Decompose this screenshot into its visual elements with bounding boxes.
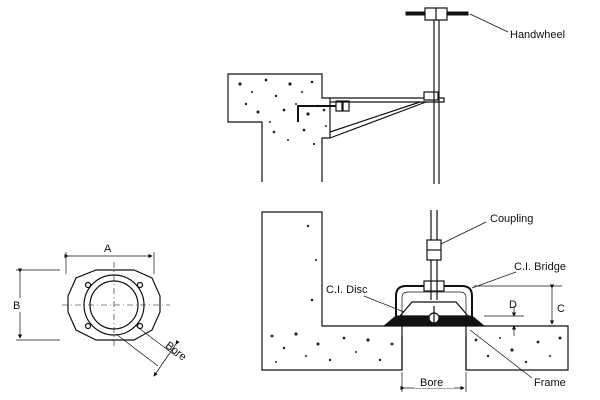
label-frame: Frame (534, 377, 566, 389)
dim-label-c: C (557, 303, 565, 315)
floor-slab-right (465, 325, 569, 371)
upper-wall-aggregate (238, 78, 327, 146)
plan-view: A B Bore (10, 243, 189, 377)
dim-label-a: A (104, 243, 112, 255)
lower-aggregate (270, 224, 562, 364)
label-handwheel: Handwheel (510, 29, 565, 41)
label-ci-bridge: C.I. Bridge (514, 261, 566, 273)
wall-bracket (330, 97, 445, 103)
section-view: Coupling C.I. Bridge C.I. Disc Frame C D… (261, 210, 569, 392)
upper-wall-view: Handwheel (227, 7, 565, 184)
anchor-bolt (297, 105, 346, 122)
dim-label-b: B (13, 300, 20, 312)
label-ci-disc: C.I. Disc (326, 284, 368, 296)
handwheel (405, 7, 469, 21)
upper-concrete-wall (227, 73, 331, 182)
label-coupling: Coupling (490, 213, 533, 225)
flange-outline (67, 269, 161, 341)
label-bore-section: Bore (420, 377, 443, 389)
label-bore-plan: Bore (163, 340, 189, 364)
dim-label-d: D (509, 299, 517, 311)
